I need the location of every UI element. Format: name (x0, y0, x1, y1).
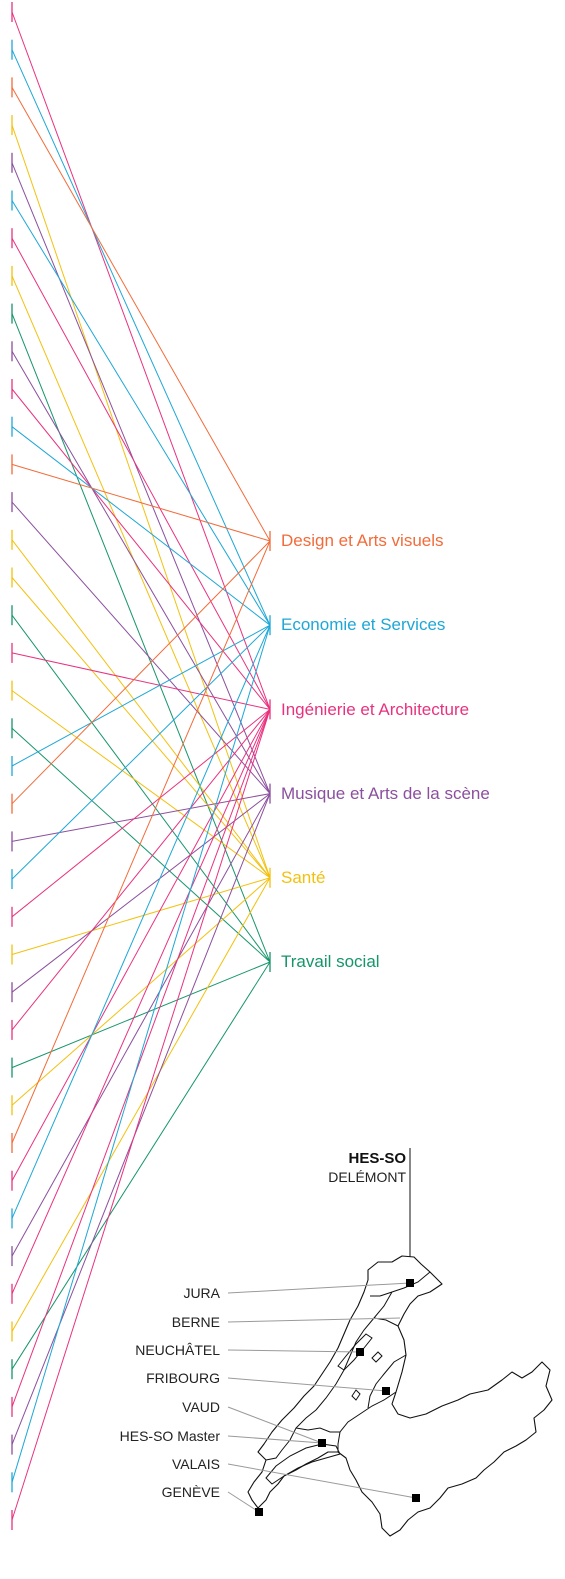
link-line (11, 961, 271, 1370)
site-marker-jura[interactable] (406, 1279, 414, 1287)
link-line (11, 388, 271, 710)
link-line (11, 275, 271, 878)
site-marker-vaud[interactable] (318, 1439, 326, 1447)
link-line (11, 624, 271, 767)
region-label-valais: VALAIS (172, 1456, 220, 1472)
link-line (11, 793, 271, 842)
domain-label-design[interactable]: Design et Arts visuels (281, 531, 444, 550)
site-marker-neuchatel[interactable] (356, 1348, 364, 1356)
hq-city: DELÉMONT (328, 1169, 406, 1185)
link-line (11, 426, 271, 626)
region-label-geneve: GENÈVE (162, 1484, 220, 1500)
domain-label-ingenierie[interactable]: Ingénierie et Architecture (281, 700, 469, 719)
region-leaders (227, 1282, 417, 1513)
link-line (11, 625, 271, 1483)
hq-title: HES-SO (348, 1150, 406, 1167)
region-label-master: HES-SO Master (120, 1428, 221, 1444)
domain-label-travail[interactable]: Travail social (281, 952, 380, 971)
link-line (11, 877, 271, 955)
links-layer (11, 2, 271, 1530)
link-line (11, 49, 271, 626)
lake-small (351, 1389, 361, 1401)
link-line (11, 624, 271, 880)
domains-layer: Design et Arts visuels Economie et Servi… (281, 531, 490, 971)
map-borders (265, 1271, 431, 1461)
link-line (11, 652, 271, 710)
domain-label-musique[interactable]: Musique et Arts de la scène (281, 784, 490, 803)
region-label-jura: JURA (183, 1285, 220, 1301)
link-line (11, 463, 271, 542)
site-marker-geneve[interactable] (255, 1508, 263, 1516)
link-line (11, 237, 271, 710)
link-line (11, 577, 271, 879)
link-line (11, 709, 271, 1031)
lake-murten (371, 1351, 383, 1363)
link-line (11, 961, 271, 1069)
link-line (11, 540, 271, 805)
domain-label-sante[interactable]: Santé (281, 868, 325, 887)
link-line (11, 793, 271, 1445)
link-line (11, 793, 271, 993)
link-line (11, 351, 271, 794)
domain-label-economie[interactable]: Economie et Services (281, 615, 445, 634)
link-line (11, 501, 271, 794)
region-label-berne: BERNE (172, 1314, 220, 1330)
link-line (11, 313, 271, 963)
link-line (11, 709, 271, 1408)
switzerland-map: HES-SO DELÉMONT JURA BE (120, 1148, 553, 1537)
link-line (11, 709, 271, 1521)
link-line (11, 625, 271, 1219)
link-line (11, 793, 271, 1257)
link-line (11, 200, 271, 626)
region-label-fribourg: FRIBOURG (146, 1370, 220, 1386)
link-line (11, 540, 271, 1144)
link-line (11, 124, 271, 878)
link-line (11, 709, 271, 918)
lake-leman (265, 1443, 341, 1485)
link-line (11, 877, 271, 1332)
link-line (11, 87, 271, 542)
site-marker-fribourg[interactable] (382, 1387, 390, 1395)
link-line (11, 11, 271, 710)
link-line (11, 539, 271, 879)
link-line (11, 877, 271, 1106)
link-line (11, 162, 271, 794)
link-line (11, 614, 271, 963)
link-line (11, 709, 271, 1181)
site-marker-valais[interactable] (412, 1494, 420, 1502)
region-label-vaud: VAUD (182, 1399, 220, 1415)
link-line (11, 709, 271, 1295)
link-line (11, 690, 271, 879)
region-label-neuchatel: NEUCHÂTEL (135, 1342, 220, 1358)
map-outline (247, 1255, 553, 1537)
link-line (11, 727, 271, 963)
